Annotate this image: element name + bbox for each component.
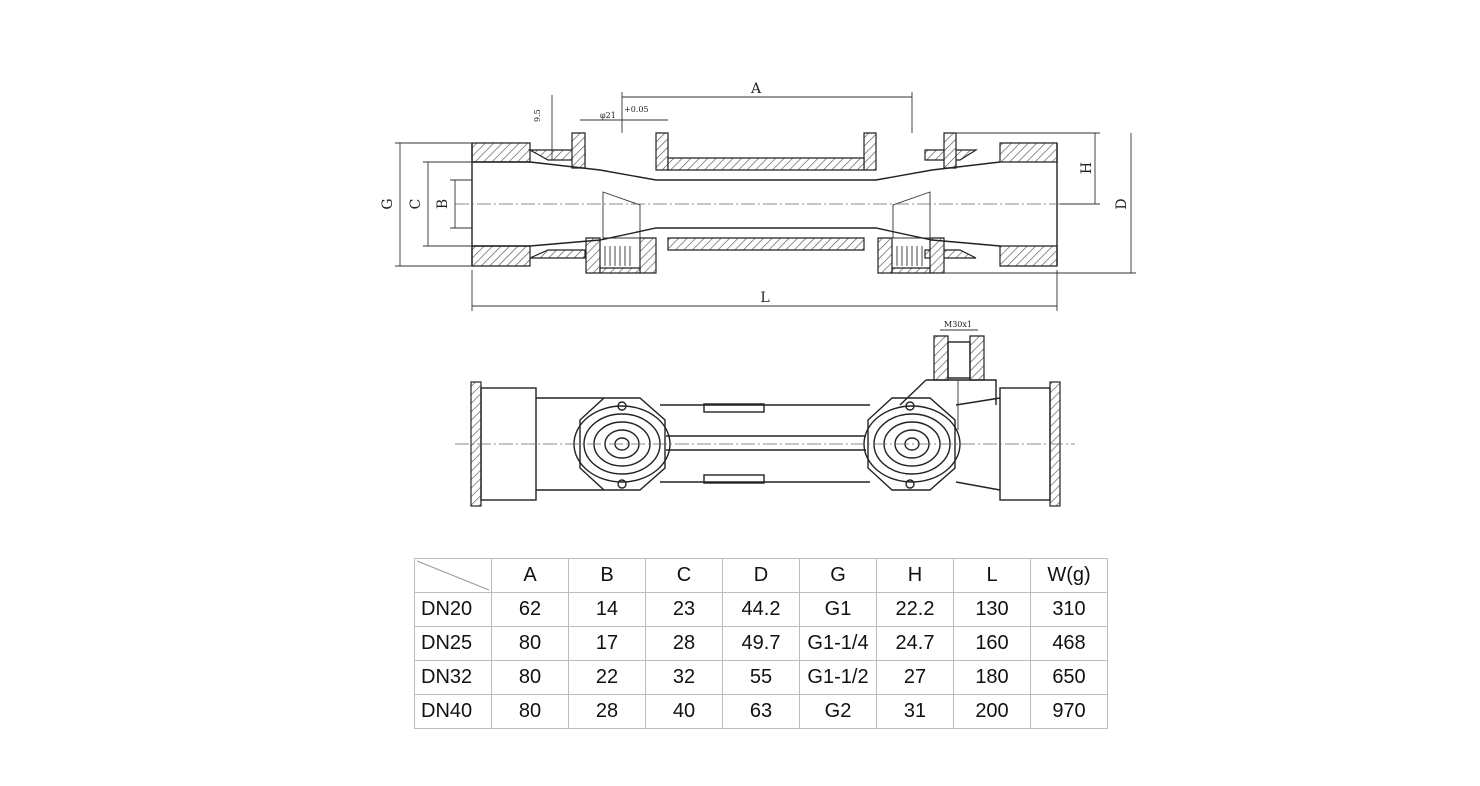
table-row: DN25 80 17 28 49.7 G1-1/4 24.7 160 468 <box>414 626 1108 661</box>
table-row: DN32 80 22 32 55 G1-1/2 27 180 650 <box>414 660 1108 695</box>
table-cell: 80 <box>491 660 569 695</box>
technical-drawing: A φ21 +0.05 9.5 G C B H D <box>380 81 1136 507</box>
table-cell: 180 <box>953 660 1031 695</box>
col-header: D <box>722 558 800 593</box>
front-section-view: A φ21 +0.05 9.5 G C B H D <box>380 81 1136 311</box>
spec-table: A B C D G H L W(g) DN20 62 14 23 44.2 G1… <box>414 558 1108 729</box>
col-header: B <box>568 558 646 593</box>
dim-label-a: A <box>750 81 762 97</box>
row-model: DN20 <box>414 592 492 627</box>
corner-cell <box>414 558 492 593</box>
table-cell: 49.7 <box>722 626 800 661</box>
table-cell: 23 <box>645 592 723 627</box>
table-cell: 28 <box>568 694 646 729</box>
table-cell: 970 <box>1030 694 1108 729</box>
table-cell: 40 <box>645 694 723 729</box>
table-cell: 44.2 <box>722 592 800 627</box>
col-header: L <box>953 558 1031 593</box>
dim-label-hole-dia: φ21 <box>600 111 616 120</box>
table-cell: 31 <box>876 694 954 729</box>
table-cell: 80 <box>491 694 569 729</box>
table-cell: 55 <box>722 660 800 695</box>
col-header: W(g) <box>1030 558 1108 593</box>
table-cell: 468 <box>1030 626 1108 661</box>
dim-label-hole-tol: +0.05 <box>624 105 649 114</box>
table-cell: 27 <box>876 660 954 695</box>
table-cell: 80 <box>491 626 569 661</box>
table-row: DN40 80 28 40 63 G2 31 200 970 <box>414 694 1108 729</box>
dim-label-wall: 9.5 <box>533 109 542 122</box>
table-cell: 200 <box>953 694 1031 729</box>
table-cell: 22.2 <box>876 592 954 627</box>
table-cell: 28 <box>645 626 723 661</box>
dim-label-d: D <box>1114 198 1130 209</box>
table-cell: 130 <box>953 592 1031 627</box>
dim-label-thread: M30x1 <box>944 320 972 329</box>
table-cell: G1 <box>799 592 877 627</box>
table-cell: G1-1/4 <box>799 626 877 661</box>
table-cell: 62 <box>491 592 569 627</box>
row-model: DN40 <box>414 694 492 729</box>
dim-label-b: B <box>435 199 451 209</box>
row-model: DN32 <box>414 660 492 695</box>
col-header: H <box>876 558 954 593</box>
table-header-row: A B C D G H L W(g) <box>414 558 1108 593</box>
table-cell: 32 <box>645 660 723 695</box>
table-cell: 310 <box>1030 592 1108 627</box>
dim-label-l: L <box>760 290 769 306</box>
table-cell: 17 <box>568 626 646 661</box>
top-view: M30x1 <box>455 320 1075 507</box>
table-cell: 14 <box>568 592 646 627</box>
table-cell: G1-1/2 <box>799 660 877 695</box>
table-cell: 160 <box>953 626 1031 661</box>
table-cell: 650 <box>1030 660 1108 695</box>
dim-label-h: H <box>1079 162 1095 174</box>
table-row: DN20 62 14 23 44.2 G1 22.2 130 310 <box>414 592 1108 627</box>
col-header: G <box>799 558 877 593</box>
row-model: DN25 <box>414 626 492 661</box>
table-cell: 24.7 <box>876 626 954 661</box>
col-header: C <box>645 558 723 593</box>
dim-label-c: C <box>408 199 424 210</box>
dim-label-g: G <box>380 198 396 209</box>
table-cell: 63 <box>722 694 800 729</box>
col-header: A <box>491 558 569 593</box>
table-cell: 22 <box>568 660 646 695</box>
table-cell: G2 <box>799 694 877 729</box>
